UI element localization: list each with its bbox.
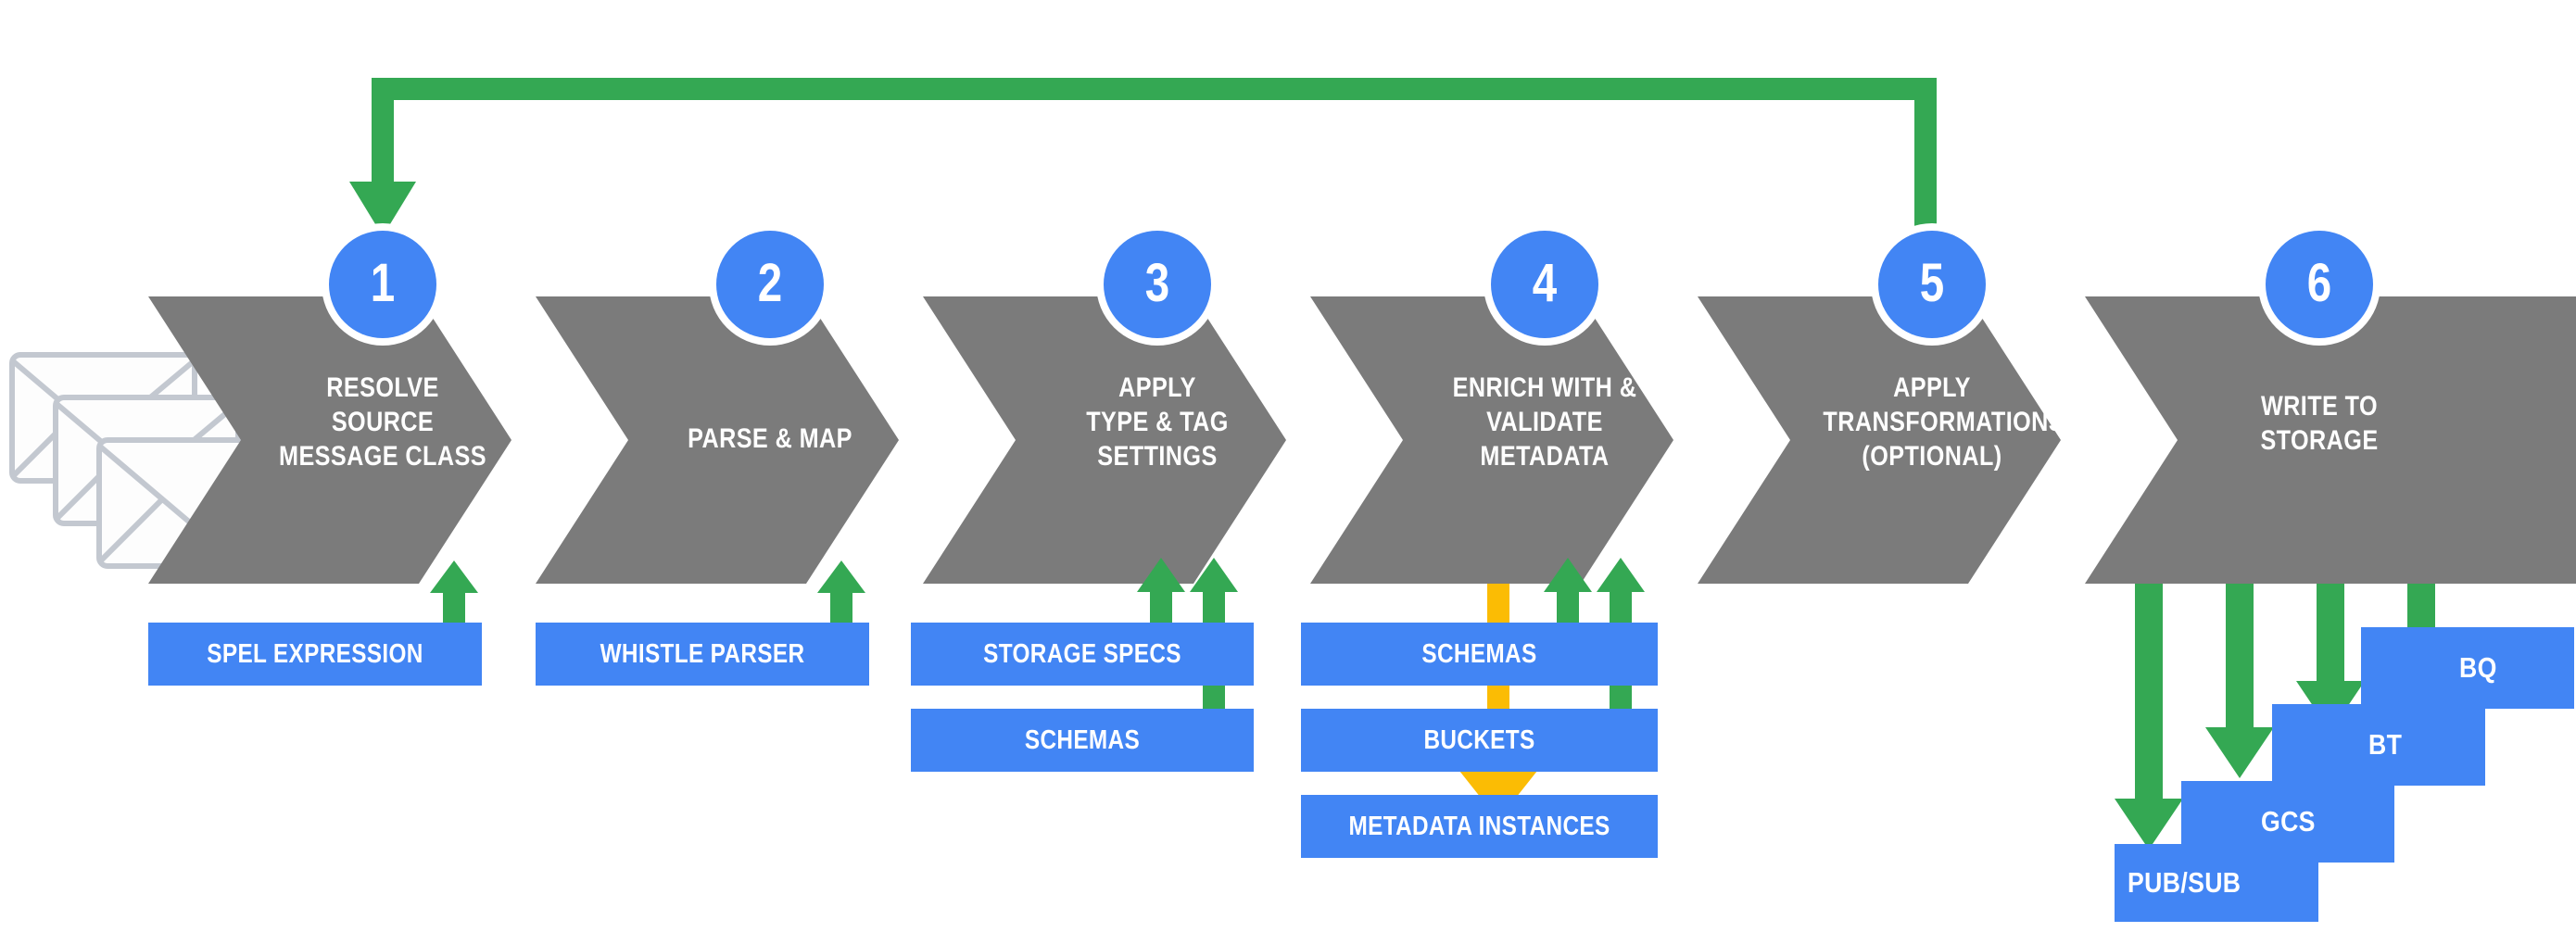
bar-step-4-metadata-instances bbox=[1459, 584, 1537, 820]
resource-box-whistle-parser bbox=[536, 623, 869, 686]
sink-box-bt bbox=[2272, 704, 2485, 786]
chevron-step-5 bbox=[1698, 296, 2061, 584]
step-chevrons bbox=[148, 296, 2576, 584]
chevron-step-4 bbox=[1310, 296, 1673, 584]
badge-step-3 bbox=[1104, 231, 1211, 338]
sink-box-pubsub bbox=[2115, 844, 2318, 922]
resource-boxes bbox=[148, 623, 1658, 858]
sink-box-bq bbox=[2361, 627, 2574, 709]
arrow-step-2-whistle bbox=[817, 560, 865, 649]
step-badges bbox=[322, 223, 2380, 346]
feedback-loop-arrow bbox=[349, 78, 1937, 269]
resource-box-schemas-3 bbox=[911, 709, 1254, 772]
chevron-step-2 bbox=[536, 296, 899, 584]
badge-step-6 bbox=[2266, 231, 2373, 338]
resource-box-metadata-instances bbox=[1301, 795, 1658, 858]
arrow-sink-gcs bbox=[2205, 584, 2274, 778]
badge-step-5 bbox=[1878, 231, 1986, 338]
arrow-sink-pubsub bbox=[2115, 584, 2183, 850]
chevron-step-3 bbox=[923, 296, 1286, 584]
arrow-step-3-storage-specs bbox=[1137, 558, 1185, 649]
arrow-sink-bt bbox=[2296, 584, 2365, 732]
resource-box-buckets bbox=[1301, 709, 1658, 772]
arrow-step-1-spel bbox=[430, 560, 478, 649]
arrow-step-4-schemas bbox=[1544, 558, 1592, 649]
chevron-step-1 bbox=[148, 296, 511, 584]
sink-boxes bbox=[2115, 627, 2574, 922]
badge-step-1 bbox=[329, 231, 436, 338]
badge-step-2 bbox=[716, 231, 824, 338]
badge-step-4 bbox=[1491, 231, 1598, 338]
resource-box-storage-specs bbox=[911, 623, 1254, 686]
chevron-step-6 bbox=[2085, 296, 2576, 584]
resource-box-schemas-4 bbox=[1301, 623, 1658, 686]
resource-box-spel-expression bbox=[148, 623, 482, 686]
